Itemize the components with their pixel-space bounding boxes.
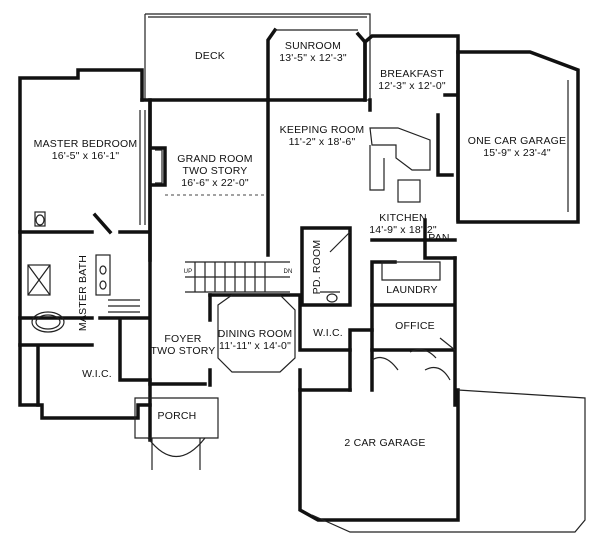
keeping-room-label: KEEPING ROOM 11'-2" x 18'-6" [262, 124, 382, 148]
one-car-garage-walls [456, 50, 580, 224]
porch-label: PORCH [152, 410, 202, 422]
stairs-dn-label: DN [278, 266, 298, 278]
sunroom-dims: 13'-5" x 12'-3" [279, 52, 347, 64]
two-car-garage-name: 2 CAR GARAGE [344, 437, 426, 449]
wic-center-label: W.I.C. [308, 327, 348, 339]
master-bedroom-dims: 16'-5" x 16'-1" [51, 150, 120, 162]
two-car-garage-walls [298, 357, 586, 533]
deck-name: DECK [195, 50, 225, 62]
foyer-label: FOYER TWO STORY [148, 333, 218, 357]
foyer-sub: TWO STORY [150, 345, 216, 357]
grand-room-sub: TWO STORY [182, 165, 248, 177]
keeping-room-name: KEEPING ROOM [279, 124, 365, 136]
grand-room-name: GRAND ROOM [177, 153, 253, 165]
master-bath-name: MASTER BATH [77, 254, 89, 332]
kitchen-walls [368, 98, 457, 307]
sunroom-label: SUNROOM 13'-5" x 12'-3" [263, 40, 363, 64]
kitchen-name: KITCHEN [379, 212, 427, 224]
laundry-label: LAUNDRY [372, 284, 452, 296]
master-bedroom-walls [18, 68, 270, 420]
master-bath-label: MASTER BATH [77, 253, 89, 333]
wic-master-name: W.I.C. [82, 368, 112, 380]
stairs [185, 261, 290, 293]
laundry-office-walls [370, 256, 457, 407]
pan-label: PAN [426, 232, 452, 244]
office-name: OFFICE [395, 320, 435, 332]
dining-room-dims: 11'-11" x 14'-0" [218, 340, 292, 352]
laundry-name: LAUNDRY [386, 284, 438, 296]
master-bedroom-name: MASTER BEDROOM [33, 138, 138, 150]
pd-room-label: PD. ROOM [311, 237, 323, 297]
powder-room-walls [300, 226, 352, 307]
kitchen-label: KITCHEN 14'-9" x 18'-2" [358, 212, 448, 236]
sunroom-name: SUNROOM [284, 40, 342, 52]
master-bath-fixtures [27, 211, 140, 333]
porch-walls [134, 397, 219, 470]
foyer-name: FOYER [164, 333, 202, 345]
keeping-room-dims: 11'-2" x 18'-6" [288, 136, 356, 148]
dining-room-label: DINING ROOM 11'-11" x 14'-0" [200, 328, 310, 352]
two-car-garage-label: 2 CAR GARAGE [330, 437, 440, 449]
stairs-up-text: UP [183, 269, 193, 275]
grand-room-label: GRAND ROOM TWO STORY 16'-6" x 22'-0" [160, 153, 270, 189]
pan-name: PAN [428, 232, 450, 244]
one-car-garage-label: ONE CAR GARAGE 15'-9" x 23'-4" [462, 135, 572, 159]
wic-center-name: W.I.C. [313, 327, 343, 339]
dining-room-name: DINING ROOM [217, 328, 293, 340]
one-car-garage-dims: 15'-9" x 23'-4" [483, 147, 551, 159]
breakfast-name: BREAKFAST [380, 68, 444, 80]
deck-label: DECK [190, 50, 230, 62]
porch-name: PORCH [157, 410, 197, 422]
stairs-up-label: UP [178, 266, 198, 278]
one-car-garage-name: ONE CAR GARAGE [467, 135, 567, 147]
stairs-dn-text: DN [283, 269, 293, 275]
pd-room-name: PD. ROOM [311, 239, 323, 295]
grand-room-walls [148, 98, 270, 262]
office-label: OFFICE [385, 320, 445, 332]
breakfast-dims: 12'-3" x 12'-0" [378, 80, 446, 92]
wic-master-label: W.I.C. [72, 368, 122, 380]
kitchen-dims: 14'-9" x 18'-2" [369, 224, 437, 236]
breakfast-label: BREAKFAST 12'-3" x 12'-0" [362, 68, 462, 92]
grand-room-dims: 16'-6" x 22'-0" [181, 177, 249, 189]
master-bedroom-label: MASTER BEDROOM 16'-5" x 16'-1" [28, 138, 143, 162]
